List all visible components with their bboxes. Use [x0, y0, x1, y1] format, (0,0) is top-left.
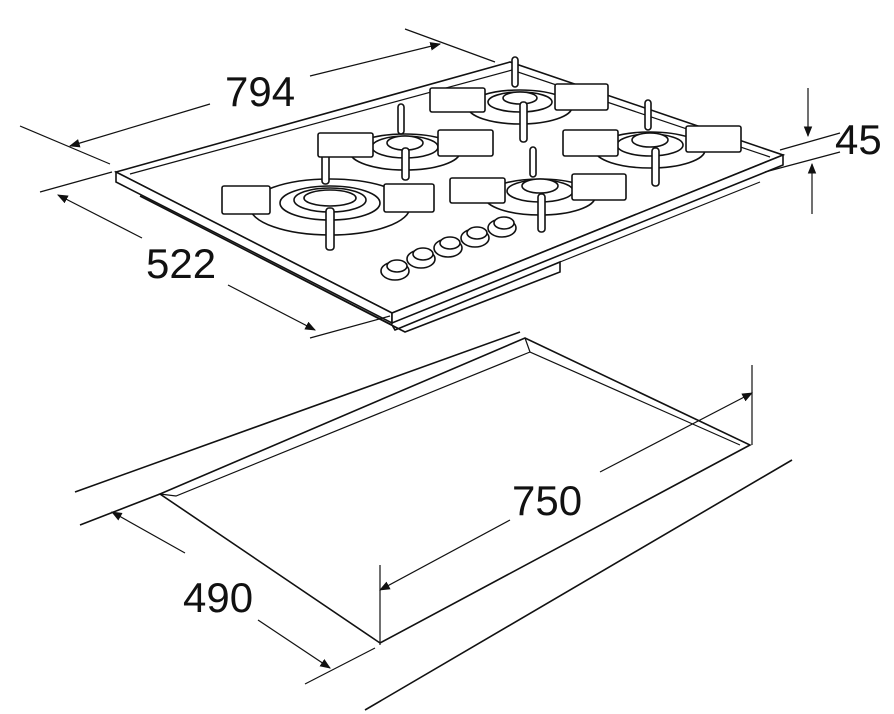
knob-2	[406, 247, 436, 269]
dimension-cutout-depth: 490	[111, 511, 376, 685]
dimension-hob-depth: 522	[39, 171, 391, 339]
dimension-label-hob-height: 45	[835, 116, 882, 163]
cutout-opening	[158, 337, 752, 644]
hob-body	[139, 195, 561, 333]
dimension-hob-height: 45	[764, 88, 882, 214]
dimension-label-cutout-width: 750	[512, 477, 582, 524]
burner-front-left	[221, 153, 435, 251]
hob	[113, 56, 786, 333]
burner-back-center	[429, 56, 609, 143]
dimension-hob-width: 794	[19, 28, 496, 165]
burner-right	[562, 99, 742, 187]
dimension-label-cutout-depth: 490	[183, 574, 253, 621]
knob-1	[380, 259, 410, 281]
control-knobs	[380, 216, 517, 281]
dimension-cutout-width: 750	[379, 365, 753, 645]
burner-back-left	[317, 103, 494, 181]
knob-3	[433, 236, 463, 258]
knob-4	[460, 226, 490, 248]
knob-5	[487, 216, 517, 238]
countertop	[74, 331, 793, 711]
burner-front-center	[449, 146, 627, 233]
dimension-label-hob-width: 794	[225, 68, 295, 115]
dimension-label-hob-depth: 522	[146, 240, 216, 287]
hob-side-edge	[391, 153, 784, 325]
